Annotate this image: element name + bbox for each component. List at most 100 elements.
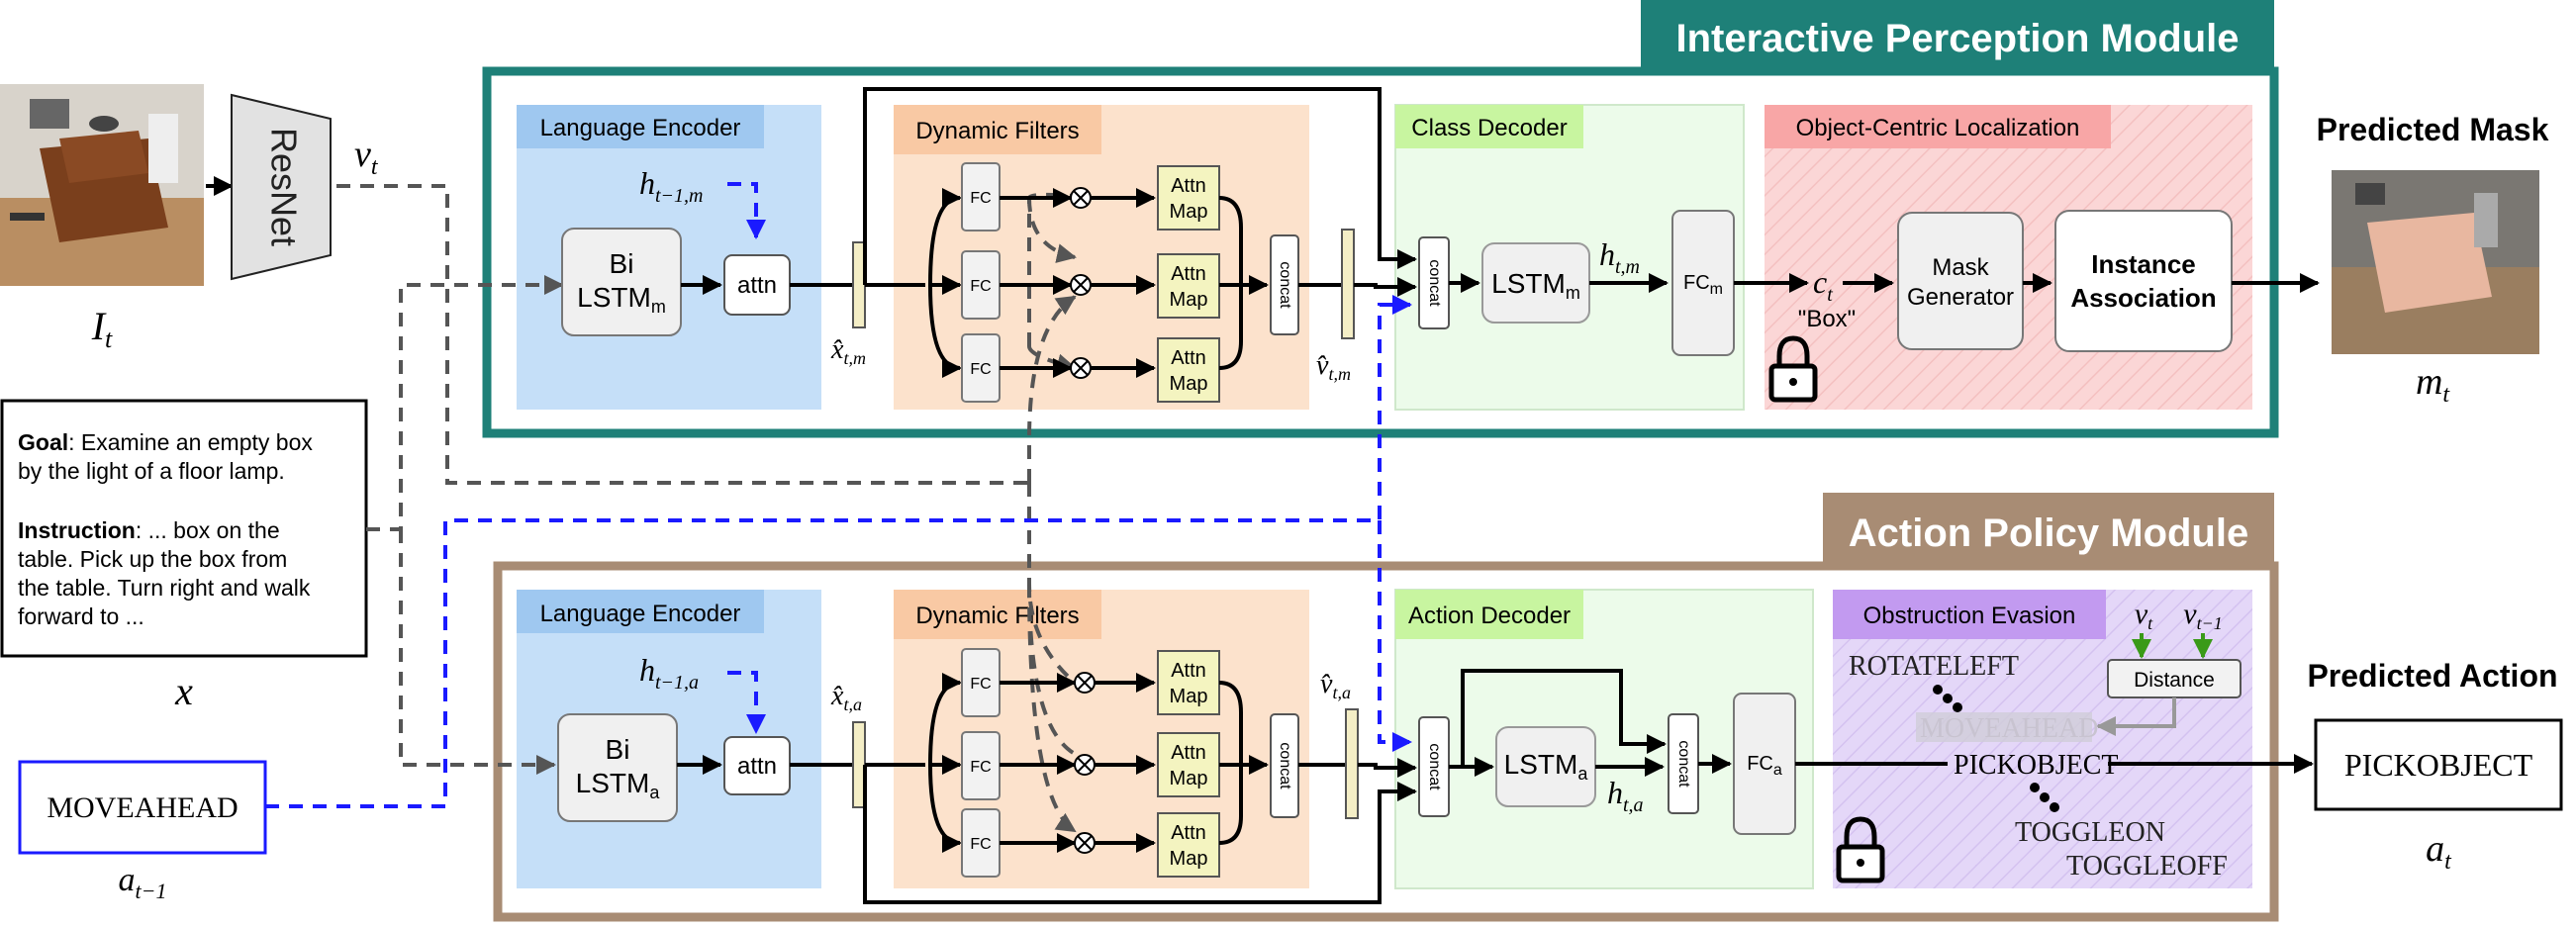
perception-bilstm <box>561 228 682 336</box>
policy-xhat-label: x̂t,a <box>830 681 862 714</box>
predicted-action-title: Predicted Action <box>2307 658 2557 694</box>
perception-xhat-label: x̂t,m <box>830 334 866 368</box>
policy-language-encoder-title: Language Encoder <box>540 601 741 627</box>
policy-fc-3-label: FC <box>970 836 991 853</box>
policy-h-prev: ht−1,a <box>639 652 699 694</box>
policy-module-title-bg <box>1823 493 2274 568</box>
resnet-label: ResNet <box>263 128 304 246</box>
policy-module-title: Action Policy Module <box>1849 511 2248 555</box>
obstruction-header <box>1833 590 2106 639</box>
action-skip-to-concat <box>1461 669 1667 767</box>
perception-module: Interactive Perception Module <box>482 0 2279 438</box>
mask-output-label: mt <box>2416 361 2450 408</box>
policy-module-border <box>493 561 2279 922</box>
predicted-action-value: PICKOBJECT <box>2344 747 2533 783</box>
instruction-to-policy-encoder <box>399 529 556 775</box>
ocl-title: Object-Centric Localization <box>1796 115 2080 141</box>
image-label: It <box>91 304 113 353</box>
v-t-label: vt <box>354 134 379 180</box>
prev-action-to-action-decoder <box>1378 520 1412 752</box>
instruction-text: Instruction: ... box on the table. Pick … <box>18 517 317 629</box>
obstruction-vprev-label: vt−1 <box>2183 598 2222 633</box>
ocl-lock-icon <box>1768 335 1818 403</box>
prev-action-to-class-decoder <box>265 295 1412 808</box>
resnet-block <box>231 93 332 281</box>
action-toggle-off: TOGGLEOFF <box>2066 851 2228 882</box>
perception-attn-map-3-b: Map <box>1170 373 1208 395</box>
instance-association <box>2054 210 2233 352</box>
distance-to-moveahead <box>2096 697 2176 736</box>
policy-fc-3: FC <box>961 808 1001 878</box>
policy-attn-label: attn <box>737 753 777 780</box>
predicted-mask-title: Predicted Mask <box>2317 112 2549 147</box>
class-decoder-h-label: ht,m <box>1599 236 1640 278</box>
perception-attn-map-1-b: Map <box>1170 201 1208 223</box>
obstruction-vt-label: vt <box>2135 598 2153 633</box>
class-decoder-concat-label: concat <box>1426 259 1443 307</box>
perception-module-title-bg <box>1641 0 2274 74</box>
perception-vhat-bar <box>1341 229 1355 339</box>
policy-bilstm <box>557 713 678 822</box>
ocl-box-label: "Box" <box>1798 306 1856 332</box>
perception-fc-to-mult <box>1000 188 1156 378</box>
action-decoder-lstm-label: LSTMa <box>1504 749 1589 784</box>
policy-module: Action Policy Module <box>493 493 2279 922</box>
policy-language-encoder-header <box>517 590 764 633</box>
class-decoder-lstm-label: LSTMm <box>1491 268 1580 303</box>
instance-association-2: Association <box>2070 283 2216 313</box>
perception-attn-label: attn <box>737 272 777 299</box>
prev-action-text: MOVEAHEAD <box>47 791 238 824</box>
perception-attn-map-2-a: Attn <box>1171 263 1206 285</box>
policy-dynamic-filters-header <box>894 590 1101 639</box>
perception-attn-map-3-a: Attn <box>1171 347 1206 369</box>
instance-association-1: Instance <box>2091 249 2196 279</box>
ocl-header <box>1765 105 2111 148</box>
perception-attn-map-2-b: Map <box>1170 289 1208 311</box>
h-prev-m-to-attn <box>727 182 766 239</box>
policy-fc-1: FC <box>961 648 1001 717</box>
policy-maps-to-concat <box>1218 681 1269 845</box>
policy-fc-to-mult <box>1000 673 1156 853</box>
policy-attn-map-3-a: Attn <box>1171 822 1206 844</box>
prev-action-label: at−1 <box>119 862 167 903</box>
instruction-to-perception-encoder <box>366 275 564 531</box>
perception-h-prev: ht−1,m <box>639 165 704 207</box>
visual-to-policy-filters-3 <box>1027 583 1077 833</box>
perception-skip-line <box>863 87 1417 285</box>
perception-dynamic-filters-title: Dynamic Filters <box>915 118 1079 144</box>
policy-fc-2-label: FC <box>970 759 991 776</box>
goal-text: Goal: Examine an empty box by the light … <box>18 429 319 484</box>
action-pick-object: PICKOBJECT <box>1954 750 2118 781</box>
perception-fc-3-label: FC <box>970 361 991 378</box>
policy-skip-line <box>863 765 1417 904</box>
dots-2 <box>2030 783 2059 812</box>
policy-vhat-to-concat <box>1358 758 1417 778</box>
mask-generator-2: Generator <box>1907 284 2014 311</box>
policy-attn-map-2-b: Map <box>1170 768 1208 789</box>
policy-vhat-label: v̂t,a <box>1320 669 1351 702</box>
action-decoder-header <box>1395 590 1583 639</box>
predicted-mask-image <box>2332 170 2539 354</box>
mask-generator <box>1897 212 2024 350</box>
policy-fc-branches <box>865 673 962 853</box>
visual-feature-line <box>336 184 1029 485</box>
mask-generator-1: Mask <box>1932 254 1989 281</box>
policy-bilstm-2: LSTMa <box>576 768 661 802</box>
perception-module-border <box>482 66 2279 438</box>
perception-vhat-to-concat <box>1354 277 1417 297</box>
perception-vhat-label: v̂t,m <box>1316 350 1351 384</box>
perception-language-encoder-title: Language Encoder <box>540 115 741 141</box>
action-decoder-title: Action Decoder <box>1408 603 1571 629</box>
action-output-label: at <box>2426 828 2452 875</box>
x-label: x <box>174 669 193 713</box>
action-decoder-fc-label: FCa <box>1747 753 1782 779</box>
policy-fc-1-label: FC <box>970 676 991 693</box>
class-decoder-title: Class Decoder <box>1411 115 1567 141</box>
visual-to-perception-filters <box>1027 295 1077 483</box>
